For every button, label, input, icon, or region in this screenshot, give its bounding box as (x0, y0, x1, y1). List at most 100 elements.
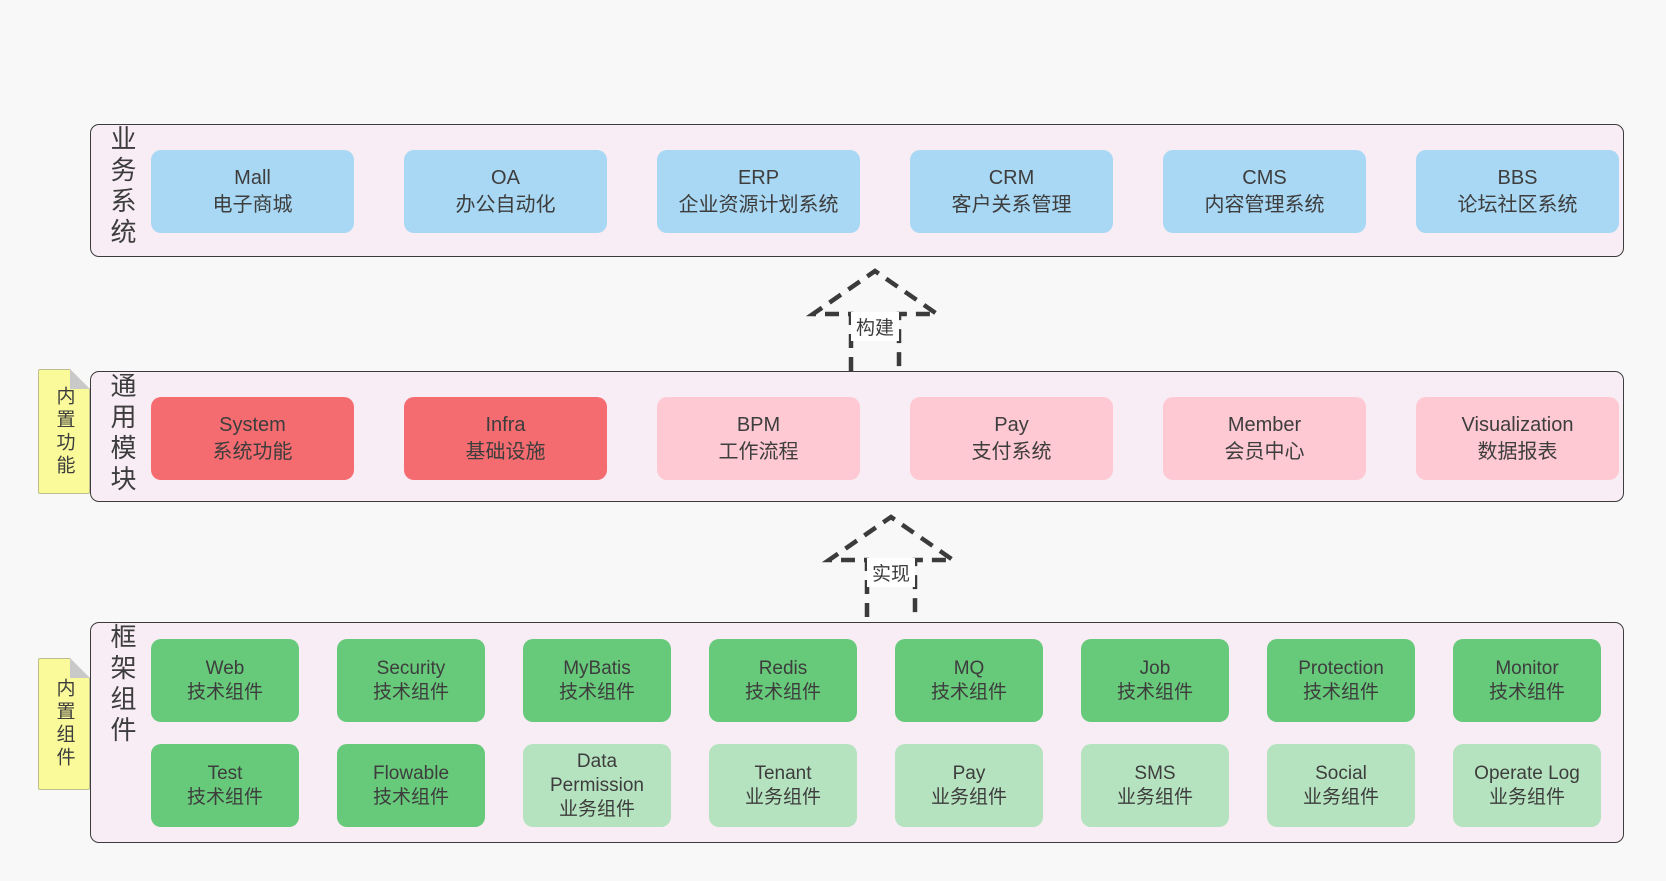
box-subtitle: 支付系统 (971, 440, 1052, 463)
box-title: Web (205, 657, 245, 679)
box-subtitle: 业务组件 (930, 786, 1007, 808)
box-subtitle: 业务组件 (1116, 786, 1193, 808)
box-cms: CMS 内容管理系统 (1163, 150, 1366, 233)
box-title: MQ (953, 657, 985, 679)
arrow-label: 实现 (866, 558, 915, 587)
box-visualization: Visualization 数据报表 (1416, 397, 1619, 480)
arrow-label: 构建 (850, 312, 899, 341)
box-subtitle: 业务组件 (744, 786, 821, 808)
arrow-label-wrap: 构建 (805, 312, 945, 341)
box-subtitle: 技术组件 (372, 786, 449, 808)
box-subtitle: 技术组件 (1488, 681, 1565, 703)
box-title: System (219, 413, 286, 436)
box-subtitle: 数据报表 (1477, 440, 1558, 463)
sticky-tab-label: 内置组件 (53, 678, 75, 770)
box-subtitle: 业务组件 (558, 798, 635, 820)
box-title: Mall (234, 166, 271, 189)
box-title: Operate Log (1474, 762, 1580, 784)
box-title: OA (491, 166, 520, 189)
box-member: Member 会员中心 (1163, 397, 1366, 480)
sticky-tab-builtin-components: 内置组件 (38, 658, 90, 790)
box-title: Member (1227, 413, 1302, 436)
section-common-modules: 通用模块 System 系统功能 Infra 基础设施 BPM 工作流程 Pay 支付系统 Me… (90, 371, 1624, 502)
box-title: Social (1315, 762, 1367, 784)
section-title: 通用模块 (107, 372, 137, 496)
sticky-tab-label: 内置功能 (53, 385, 75, 478)
box-title: Pay (952, 762, 986, 784)
box-subtitle: 技术组件 (1302, 681, 1379, 703)
box-subtitle: 技术组件 (186, 786, 263, 808)
box-subtitle: 技术组件 (558, 681, 635, 703)
box-title: Protection (1298, 657, 1384, 679)
box-subtitle: 会员中心 (1224, 440, 1305, 463)
box-title: Redis (758, 657, 808, 679)
box-title: SMS (1134, 762, 1176, 784)
box-title: Pay (994, 413, 1029, 436)
box-subtitle: 客户关系管理 (951, 193, 1072, 216)
arrow-up-implement: 实现 (821, 514, 961, 618)
box-title: Tenant (754, 762, 812, 784)
box-title: MyBatis (563, 657, 631, 679)
box-subtitle: 电子商城 (212, 193, 293, 216)
box-subtitle: 系统功能 (212, 440, 293, 463)
box-subtitle: 业务组件 (1302, 786, 1379, 808)
box-title: Test (207, 762, 243, 784)
box-subtitle: 内容管理系统 (1204, 193, 1325, 216)
box-title: Visualization (1461, 413, 1574, 436)
sticky-tab-builtin-features: 内置功能 (38, 369, 90, 494)
box-system: System 系统功能 (151, 397, 354, 480)
box-subtitle: 业务组件 (1488, 786, 1565, 808)
box-title: Infra (485, 413, 526, 436)
arrow-up-build: 构建 (805, 268, 945, 372)
arrow-label-wrap: 实现 (821, 558, 961, 587)
box-title: Flowable (372, 762, 450, 784)
box-title: BPM (736, 413, 781, 436)
box-title: ERP (737, 166, 780, 189)
box-subtitle: 工作流程 (718, 440, 799, 463)
box-subtitle: 技术组件 (186, 681, 263, 703)
box-title: Data Permission (550, 750, 644, 796)
box-mall: Mall 电子商城 (151, 150, 354, 233)
box-title: Job (1139, 657, 1171, 679)
box-crm: CRM 客户关系管理 (910, 150, 1113, 233)
section-title: 业务系统 (107, 125, 137, 249)
box-subtitle: 办公自动化 (455, 193, 556, 216)
box-title: CRM (988, 166, 1035, 189)
box-subtitle: 技术组件 (744, 681, 821, 703)
box-subtitle: 技术组件 (372, 681, 449, 703)
section-title: 框架组件 (107, 623, 137, 747)
box-subtitle: 论坛社区系统 (1457, 193, 1578, 216)
box-title: BBS (1497, 166, 1538, 189)
box-subtitle: 技术组件 (930, 681, 1007, 703)
box-bbs: BBS 论坛社区系统 (1416, 150, 1619, 233)
box-pay: Pay 支付系统 (910, 397, 1113, 480)
box-infra: Infra 基础设施 (404, 397, 607, 480)
box-row: System 系统功能 Infra 基础设施 BPM 工作流程 Pay 支付系统 Member 会… (151, 397, 1619, 480)
box-title: Monitor (1495, 657, 1559, 679)
box-subtitle: 基础设施 (465, 440, 546, 463)
box-title: CMS (1242, 166, 1287, 189)
